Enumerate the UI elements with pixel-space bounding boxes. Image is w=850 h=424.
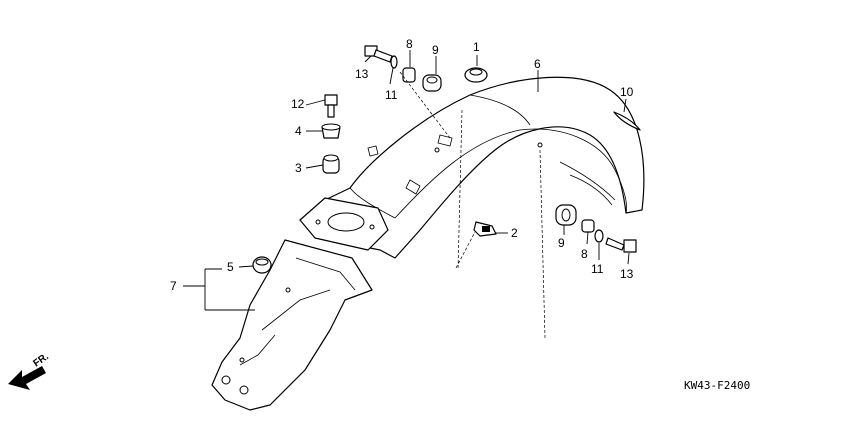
label-1: 1 bbox=[473, 40, 480, 54]
leader-lines bbox=[183, 50, 630, 311]
bolt-12 bbox=[324, 94, 338, 118]
washer-top bbox=[390, 55, 398, 69]
front-direction-indicator: FR. bbox=[8, 351, 51, 390]
label-12: 12 bbox=[291, 97, 305, 111]
washer-right bbox=[594, 229, 604, 243]
rubber-mount-right bbox=[555, 204, 577, 226]
nut-4 bbox=[321, 123, 341, 139]
label-3: 3 bbox=[295, 161, 302, 175]
label-13-right: 13 bbox=[620, 267, 634, 281]
assembly-lines bbox=[399, 71, 546, 339]
label-9-right: 9 bbox=[558, 236, 565, 250]
front-arrow-icon bbox=[8, 366, 46, 390]
rubber-mount-top bbox=[422, 74, 442, 92]
direction-label: FR. bbox=[31, 351, 51, 369]
rubber-3 bbox=[322, 154, 340, 174]
bolt-right bbox=[605, 237, 637, 253]
cap-5 bbox=[252, 256, 272, 274]
label-11-top: 11 bbox=[385, 88, 398, 102]
label-10: 10 bbox=[620, 85, 634, 99]
rear-fender bbox=[299, 76, 645, 259]
label-8-right: 8 bbox=[581, 247, 588, 261]
label-4: 4 bbox=[295, 124, 302, 138]
label-6: 6 bbox=[534, 57, 541, 71]
label-8-top: 8 bbox=[406, 37, 413, 51]
bolt-top bbox=[364, 45, 393, 63]
collar-top bbox=[402, 67, 416, 83]
emblem-10 bbox=[613, 111, 641, 131]
clip-2 bbox=[473, 221, 497, 237]
label-2: 2 bbox=[511, 226, 518, 240]
grommet-1 bbox=[464, 67, 488, 83]
label-5: 5 bbox=[227, 260, 234, 274]
label-11-right: 11 bbox=[591, 262, 604, 276]
part-labels: 1 9 8 13 11 12 4 3 6 10 5 7 2 9 8 11 13 bbox=[170, 37, 634, 293]
lower-fender bbox=[211, 239, 373, 411]
label-7: 7 bbox=[170, 279, 177, 293]
collar-right bbox=[581, 219, 595, 233]
diagram-code: KW43-F2400 bbox=[684, 379, 750, 392]
label-13-top: 13 bbox=[355, 67, 369, 81]
label-9-top: 9 bbox=[432, 43, 439, 57]
